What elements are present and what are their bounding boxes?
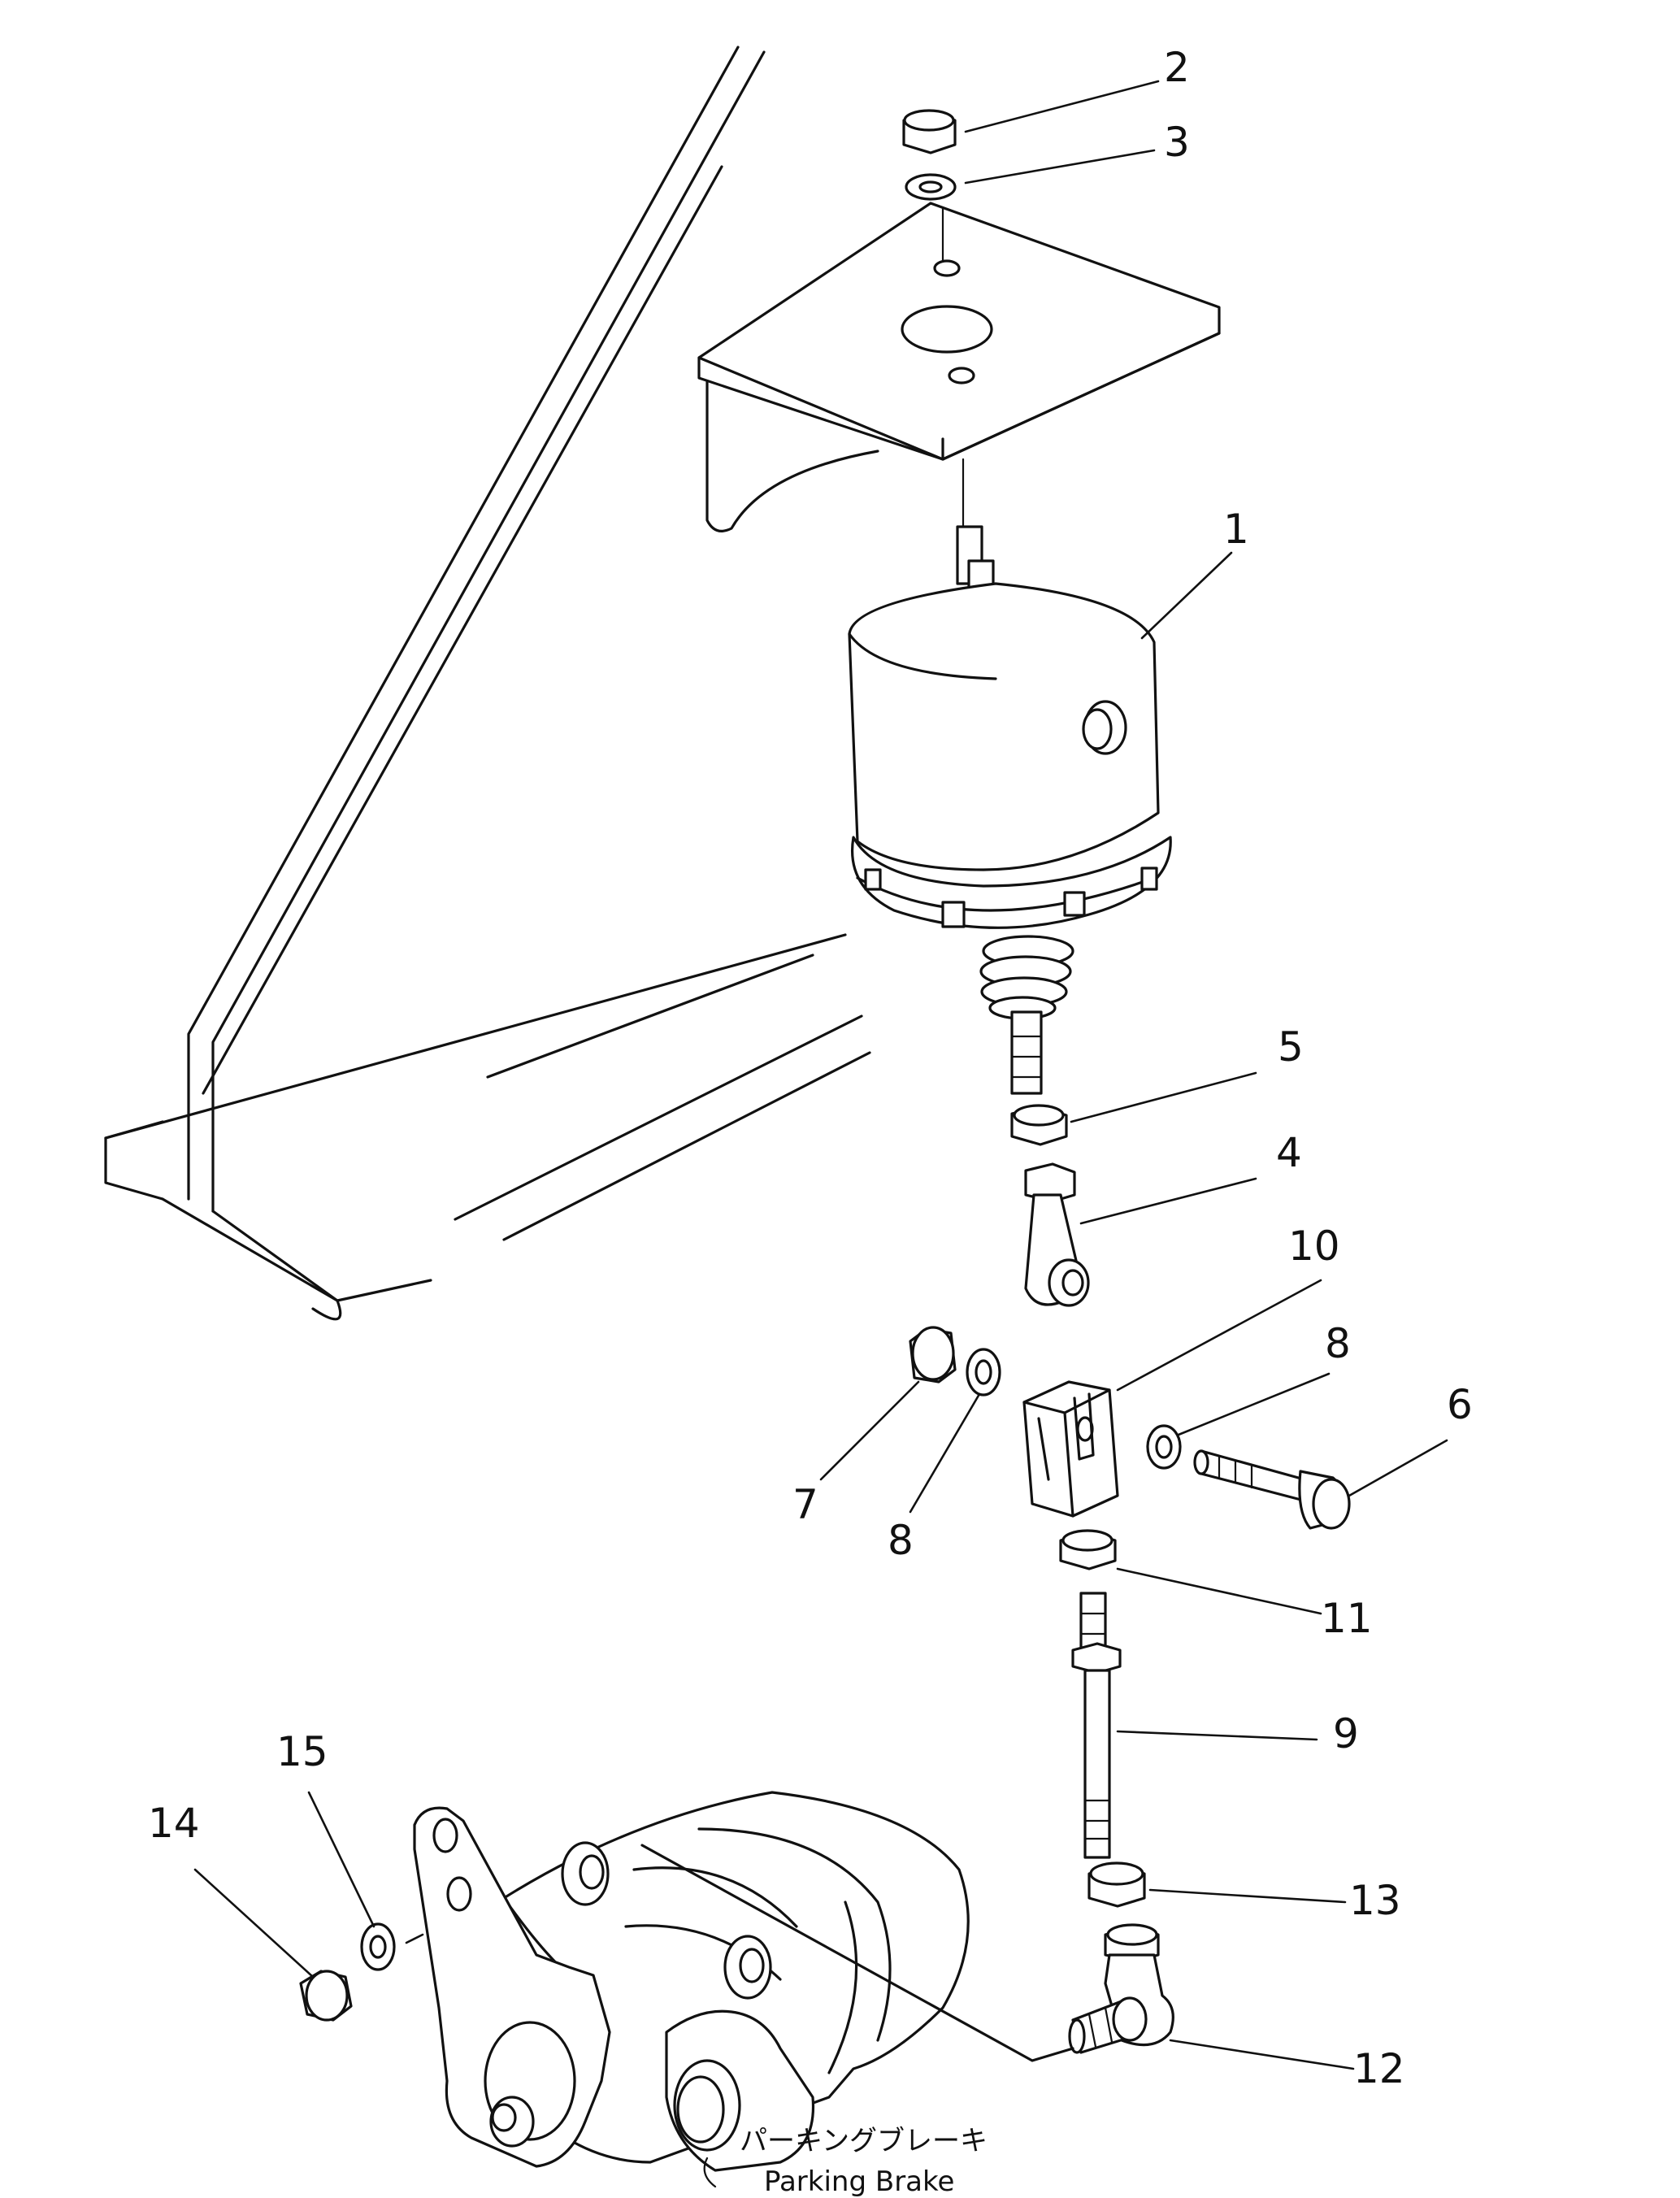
callout-6: 6 — [1447, 1381, 1473, 1428]
washer-15 — [360, 1922, 396, 1971]
leader-7 — [819, 1380, 920, 1481]
leader-2 — [964, 80, 1160, 133]
rod-end-4 — [1024, 1162, 1090, 1307]
callout-5: 5 — [1278, 1023, 1304, 1071]
leader-8-right — [1177, 1372, 1331, 1436]
leader-15 — [307, 1791, 376, 1928]
leader-9 — [1116, 1730, 1318, 1741]
leader-5 — [1070, 1071, 1257, 1123]
chassis-frame — [104, 46, 871, 1321]
leader-6 — [1348, 1439, 1448, 1497]
threaded-rod-9 — [1071, 1592, 1122, 1859]
nut-top — [902, 109, 957, 154]
caption-japanese: パーキングブレーキ — [740, 2125, 988, 2157]
leader-lines — [193, 80, 1448, 2070]
leader-12 — [1169, 2039, 1355, 2070]
callout-7: 7 — [792, 1481, 818, 1528]
callout-3: 3 — [1164, 119, 1190, 166]
washer-top — [905, 173, 957, 201]
nut-13 — [1087, 1861, 1146, 1908]
callout-14: 14 — [148, 1800, 200, 1847]
leader-10 — [1116, 1279, 1322, 1392]
ball-joint-12 — [1068, 1923, 1174, 2054]
caption-english: Parking Brake — [764, 2165, 954, 2198]
callout-12: 12 — [1353, 2045, 1405, 2092]
leader-1 — [1140, 551, 1233, 640]
brake-chamber — [848, 525, 1172, 1095]
nut-7 — [909, 1326, 957, 1384]
callout-9: 9 — [1333, 1710, 1359, 1757]
clevis-10 — [1022, 1380, 1119, 1518]
parking-brake-assembly — [413, 1791, 1074, 2188]
leader-13 — [1148, 1888, 1347, 1904]
nut-5 — [1010, 1104, 1068, 1146]
leader-3 — [964, 149, 1156, 185]
leader-14 — [193, 1868, 315, 1979]
callout-13: 13 — [1349, 1877, 1401, 1924]
washer-8-right — [1146, 1424, 1182, 1470]
leader-15-tail — [405, 1933, 424, 1944]
callout-4: 4 — [1276, 1129, 1302, 1176]
nut-14 — [299, 1970, 353, 2022]
callout-10: 10 — [1288, 1223, 1340, 1270]
parking-brake-caption: パーキングブレーキ Parking Brake — [740, 2125, 988, 2198]
callout-15: 15 — [276, 1728, 328, 1775]
callout-11: 11 — [1321, 1595, 1373, 1642]
leader-4 — [1079, 1177, 1257, 1225]
leader-8-left — [909, 1392, 981, 1514]
mount-bracket — [697, 202, 1221, 538]
callout-labels: 2 3 1 5 4 10 8 6 7 8 11 9 13 12 14 15 — [148, 44, 1473, 2092]
bolt-6 — [1193, 1449, 1351, 1530]
leader-11 — [1116, 1567, 1322, 1615]
callout-2: 2 — [1164, 44, 1190, 91]
callout-1: 1 — [1223, 506, 1249, 553]
callout-8-right: 8 — [1325, 1320, 1351, 1367]
nut-11 — [1059, 1529, 1117, 1570]
callout-8-left: 8 — [888, 1517, 914, 1564]
washer-8-left — [966, 1348, 1001, 1397]
